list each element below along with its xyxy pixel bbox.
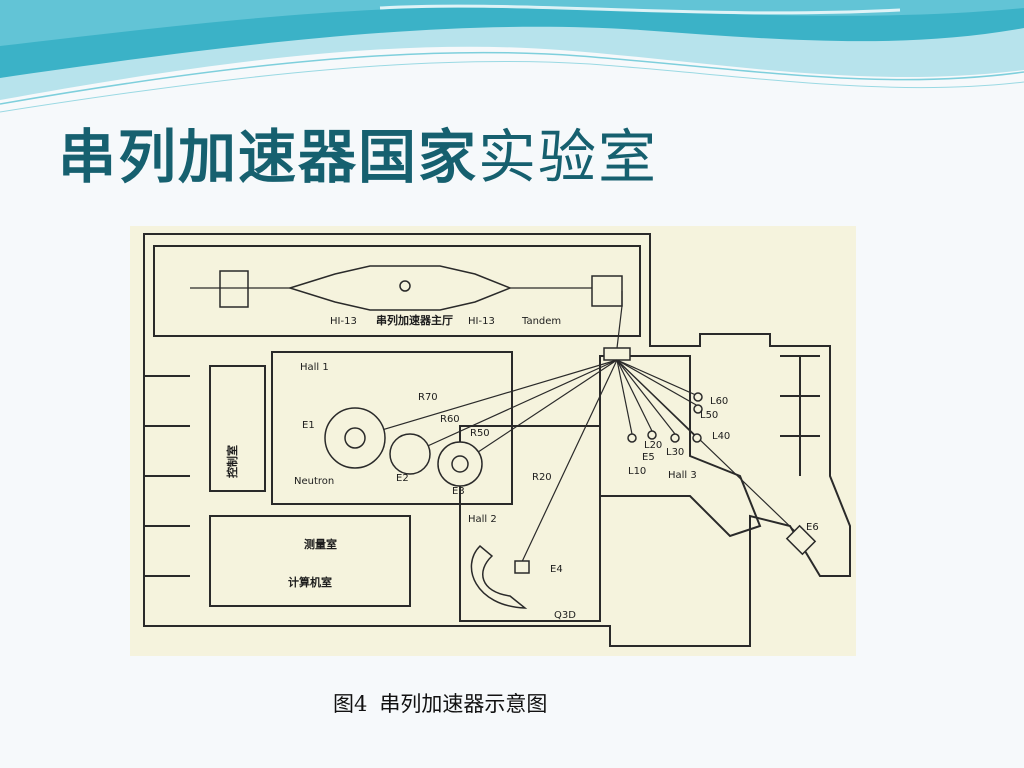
label-l10: L10	[628, 466, 646, 477]
accelerator-floor-plan: HI-13 串列加速器主厅 HI-13 Tandem Hall 1 R70 R6…	[130, 226, 856, 656]
hall-1	[271, 351, 513, 505]
wave-line-1	[0, 51, 1024, 105]
switching-magnet	[603, 347, 631, 361]
measure-room-block	[209, 515, 411, 607]
endpoint-l60	[693, 392, 703, 402]
wave-line-2	[0, 60, 1024, 113]
label-e6: E6	[806, 522, 819, 533]
beamline-l10	[616, 359, 633, 435]
beamline-r50	[459, 359, 618, 465]
label-r60: R60	[440, 414, 460, 425]
title-bold-part: 串列加速器国家	[58, 123, 479, 191]
beamline-l50	[616, 359, 699, 407]
control-room-block	[209, 365, 266, 492]
endpoint-l30	[670, 433, 680, 443]
beamline-r60	[409, 359, 618, 455]
label-l50: L50	[700, 410, 718, 421]
wave-band-dark	[0, 0, 1024, 78]
chamber-e3-inner	[451, 455, 469, 473]
label-control-room: 控制室	[225, 445, 239, 478]
chamber-e4	[514, 560, 530, 574]
label-r50: R50	[470, 428, 490, 439]
hall-3	[599, 355, 762, 538]
label-main-hall: 串列加速器主厅	[376, 313, 453, 327]
beamline-l30	[616, 359, 676, 435]
label-hall3: Hall 3	[668, 470, 697, 481]
analyzing-magnet	[591, 275, 623, 307]
hall-2	[459, 425, 601, 622]
title-light-part: 实验室	[478, 123, 659, 191]
beamline-e6	[616, 359, 801, 537]
label-hi13-left: HI-13	[330, 316, 357, 327]
endpoint-l50	[693, 404, 703, 414]
label-e5: E5	[642, 452, 655, 463]
outer-wall	[143, 233, 851, 647]
tank-center-marker	[399, 280, 411, 292]
ion-source	[219, 270, 249, 308]
beamline-l20	[616, 359, 653, 432]
label-e3: E3	[452, 486, 465, 497]
label-l60: L60	[710, 396, 728, 407]
chamber-e2	[389, 433, 431, 475]
caption-prefix: 图4	[333, 692, 368, 716]
endpoint-l10	[627, 433, 637, 443]
main-hall	[153, 245, 641, 337]
chamber-e6	[785, 524, 817, 556]
label-e2: E2	[396, 473, 409, 484]
left-corridor	[144, 375, 190, 577]
label-tandem: Tandem	[521, 316, 561, 327]
endpoint-l20	[647, 430, 657, 440]
label-hall2: Hall 2	[468, 514, 497, 525]
chamber-e1-inner	[344, 427, 366, 449]
chamber-e4-spectrometer	[470, 544, 528, 609]
beamline-r70	[354, 359, 618, 439]
label-l30: L30	[666, 447, 684, 458]
label-q3d: Q3D	[554, 610, 576, 621]
label-r20: R20	[532, 472, 552, 483]
slide-title: 串列加速器国家实验室	[58, 123, 659, 191]
wave-highlight	[379, 4, 901, 15]
endpoint-l40	[692, 433, 702, 443]
label-l20: L20	[644, 440, 662, 451]
label-hall1: Hall 1	[300, 362, 329, 373]
right-rooms	[780, 355, 820, 476]
figure-caption: 图4 串列加速器示意图	[333, 688, 547, 718]
beamline-r20	[519, 359, 618, 567]
beamline-to-switch	[616, 291, 623, 349]
label-l40: L40	[712, 431, 730, 442]
header-wave	[0, 0, 1024, 113]
label-hi13-right: HI-13	[468, 316, 495, 327]
caption-text: 串列加速器示意图	[379, 692, 548, 716]
label-neutron: Neutron	[294, 476, 334, 487]
label-r70: R70	[418, 392, 438, 403]
beamline-l60	[616, 359, 699, 397]
floor-plan-drawing: HI-13 串列加速器主厅 HI-13 Tandem Hall 1 R70 R6…	[143, 233, 851, 647]
label-e1: E1	[302, 420, 315, 431]
label-computer-room: 计算机室	[288, 575, 332, 589]
label-measure-room: 测量室	[304, 537, 337, 551]
label-e4: E4	[550, 564, 563, 575]
